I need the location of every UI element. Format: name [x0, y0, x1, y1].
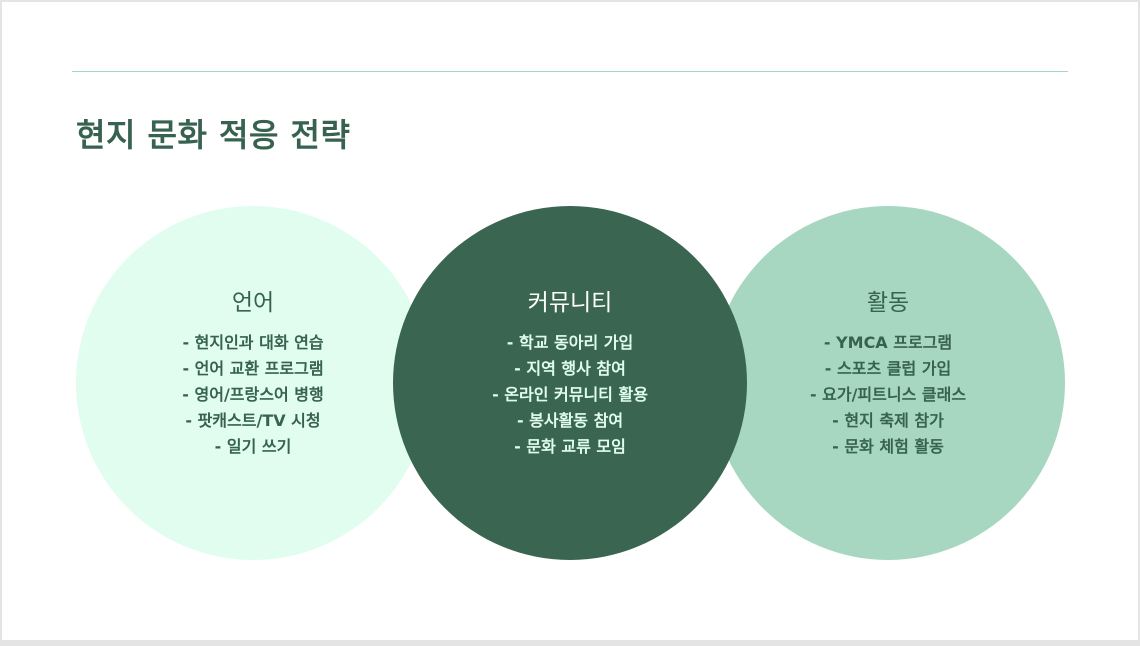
list-item: - 요가/피트니스 클래스 — [809, 385, 967, 404]
list-item: - 봉사활동 참여 — [516, 411, 624, 430]
community-circle: 커뮤니티 - 학교 동아리 가입 - 지역 행사 참여 - 온라인 커뮤니티 활… — [393, 206, 747, 560]
activity-heading: 활동 — [866, 290, 910, 316]
list-item: - 영어/프랑스어 병행 — [182, 385, 324, 404]
list-item: - 스포츠 클럽 가입 — [824, 359, 952, 378]
list-item: - 학교 동아리 가입 — [506, 333, 634, 352]
language-list: - 현지인과 대화 연습 - 언어 교환 프로그램 - 영어/프랑스어 병행 -… — [76, 330, 430, 460]
list-item: - 지역 행사 참여 — [514, 359, 626, 378]
list-item: - 온라인 커뮤니티 활용 — [492, 385, 648, 404]
list-item: - 팟캐스트/TV 시청 — [185, 411, 321, 430]
list-item: - 일기 쓰기 — [214, 437, 292, 456]
activity-circle: 활동 - YMCA 프로그램 - 스포츠 클럽 가입 - 요가/피트니스 클래스… — [711, 206, 1065, 560]
list-item: - 현지인과 대화 연습 — [182, 333, 324, 352]
language-heading: 언어 — [231, 290, 275, 316]
list-item: - 언어 교환 프로그램 — [182, 359, 324, 378]
slide-title: 현지 문화 적응 전략 — [76, 116, 351, 154]
list-item: - 현지 축제 참가 — [832, 411, 944, 430]
list-item: - YMCA 프로그램 — [823, 333, 953, 352]
community-heading: 커뮤니티 — [527, 290, 613, 316]
list-item: - 문화 체험 활동 — [832, 437, 944, 456]
language-circle: 언어 - 현지인과 대화 연습 - 언어 교환 프로그램 - 영어/프랑스어 병… — [76, 206, 430, 560]
list-item: - 문화 교류 모임 — [514, 437, 626, 456]
community-list: - 학교 동아리 가입 - 지역 행사 참여 - 온라인 커뮤니티 활용 - 봉… — [393, 330, 747, 460]
activity-list: - YMCA 프로그램 - 스포츠 클럽 가입 - 요가/피트니스 클래스 - … — [711, 330, 1065, 460]
top-divider — [72, 71, 1068, 72]
